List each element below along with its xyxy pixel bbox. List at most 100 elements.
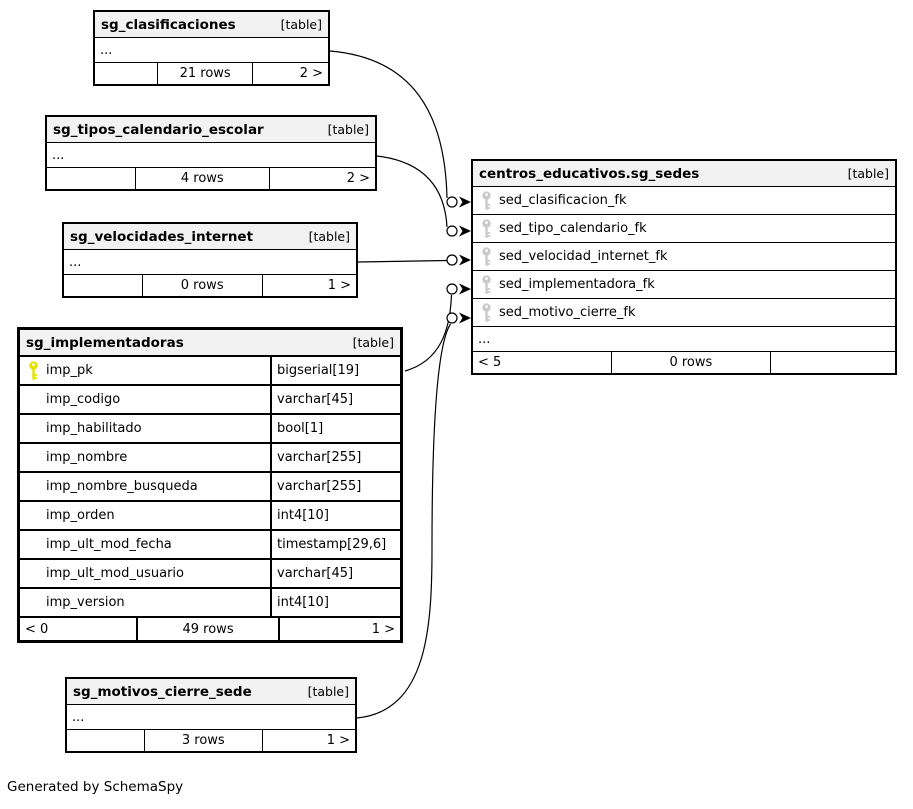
table-name: centros_educativos.sg_sedes <box>479 165 700 182</box>
key-icon-slot <box>20 415 46 442</box>
table-footer: 21 rows 2 > <box>95 63 328 84</box>
hidden-columns-ellipsis: ... <box>47 143 375 168</box>
table-header[interactable]: sg_tipos_calendario_escolar [table] <box>47 117 375 143</box>
column-name: sed_velocidad_internet_fk <box>499 249 668 264</box>
table-header[interactable]: centros_educativos.sg_sedes [table] <box>473 161 895 187</box>
footer-parents-count: 1 > <box>371 621 395 637</box>
key-icon-slot <box>20 386 46 413</box>
column-type: varchar[255] <box>270 444 400 471</box>
arrowhead-icon <box>459 196 471 208</box>
connector-endpoint-circle <box>446 196 458 208</box>
table-header[interactable]: sg_motivos_cierre_sede [table] <box>67 679 355 705</box>
key-icon-slot <box>20 560 46 587</box>
table-header[interactable]: sg_velocidades_internet [table] <box>64 224 356 250</box>
foreign-key-icon <box>473 215 499 242</box>
table-footer: 0 rows 1 > <box>64 275 356 296</box>
footer-children-count: < 0 <box>20 618 138 640</box>
column-name: sed_tipo_calendario_fk <box>499 221 647 236</box>
table-name: sg_velocidades_internet <box>70 228 254 245</box>
connector-line <box>404 294 453 372</box>
footer-row-count: 49 rows <box>138 618 281 640</box>
table-name: sg_tipos_calendario_escolar <box>53 121 264 138</box>
table-box-centros-educativos-sg-sedes: centros_educativos.sg_sedes [table] sed_… <box>471 159 897 375</box>
table-tag: [table] <box>280 17 322 32</box>
column-name: imp_version <box>46 595 125 610</box>
table-name: sg_motivos_cierre_sede <box>73 683 252 700</box>
hidden-columns-ellipsis: ... <box>95 38 328 63</box>
foreign-key-icon <box>473 299 499 326</box>
table-tag: [table] <box>352 335 394 350</box>
column-name: imp_nombre_busqueda <box>46 479 198 494</box>
column-row-sed-velocidad-internet-fk: sed_velocidad_internet_fk <box>473 243 895 271</box>
hidden-columns-ellipsis: ... <box>473 327 895 352</box>
table-header[interactable]: sg_implementadoras [table] <box>20 330 400 357</box>
table-header[interactable]: sg_clasificaciones [table] <box>95 12 328 38</box>
column-name: imp_codigo <box>46 392 121 407</box>
footer-parents-count: 2 > <box>299 66 323 81</box>
column-name: imp_pk <box>46 363 93 378</box>
column-name: imp_ult_mod_usuario <box>46 566 184 581</box>
column-type: varchar[45] <box>270 386 400 413</box>
connector-line <box>329 50 448 199</box>
arrowhead-icon <box>459 312 471 324</box>
column-row-imp-orden: imp_orden int4[10] <box>20 502 400 531</box>
footer-children-count <box>95 63 158 84</box>
column-row-imp-codigo: imp_codigo varchar[45] <box>20 386 400 415</box>
footer-children-count <box>47 168 136 189</box>
connector-endpoint-circle <box>446 254 458 266</box>
table-box-sg-clasificaciones: sg_clasificaciones [table] ... 21 rows 2… <box>93 10 330 86</box>
table-box-sg-velocidades-internet: sg_velocidades_internet [table] ... 0 ro… <box>62 222 358 298</box>
column-row-sed-tipo-calendario-fk: sed_tipo_calendario_fk <box>473 215 895 243</box>
table-box-sg-implementadoras: sg_implementadoras [table] imp_pk bigser… <box>17 327 403 643</box>
key-icon-slot <box>20 531 46 558</box>
table-tag: [table] <box>847 166 889 181</box>
column-type: varchar[255] <box>270 473 400 500</box>
footer-row-count: 21 rows <box>158 63 254 84</box>
footer-row-count: 4 rows <box>136 168 271 189</box>
column-name: imp_ult_mod_fecha <box>46 537 172 552</box>
column-row-sed-clasificacion-fk: sed_clasificacion_fk <box>473 187 895 215</box>
key-icon-slot <box>20 444 46 471</box>
table-footer: < 0 49 rows 1 > <box>20 618 400 640</box>
table-footer: < 5 0 rows <box>473 352 895 373</box>
column-name: imp_habilitado <box>46 421 142 436</box>
hidden-columns-ellipsis: ... <box>64 250 356 275</box>
table-name: sg_clasificaciones <box>101 16 236 33</box>
table-footer: 3 rows 1 > <box>67 730 355 751</box>
footer-row-count: 3 rows <box>145 730 263 751</box>
arrowhead-icon <box>459 254 471 266</box>
column-row-imp-habilitado: imp_habilitado bool[1] <box>20 415 400 444</box>
primary-key-icon <box>20 357 46 384</box>
table-box-sg-motivos-cierre-sede: sg_motivos_cierre_sede [table] ... 3 row… <box>65 677 357 753</box>
footer-parents-count: 1 > <box>326 733 350 748</box>
column-name: imp_orden <box>46 508 115 523</box>
arrowhead-icon <box>459 225 471 237</box>
column-type: varchar[45] <box>270 560 400 587</box>
connector-line <box>357 259 448 263</box>
generated-by-note: Generated by SchemaSpy <box>7 779 184 795</box>
column-row-imp-version: imp_version int4[10] <box>20 589 400 618</box>
column-name: sed_motivo_cierre_fk <box>499 305 636 320</box>
column-row-imp-nombre-busqueda: imp_nombre_busqueda varchar[255] <box>20 473 400 502</box>
table-tag: [table] <box>327 122 369 137</box>
connector-endpoint-circle <box>446 312 458 324</box>
connector-endpoint-circle <box>446 283 458 295</box>
table-name: sg_implementadoras <box>26 334 184 351</box>
column-row-imp-nombre: imp_nombre varchar[255] <box>20 444 400 473</box>
fk-connector-implementadora <box>404 283 471 372</box>
foreign-key-icon <box>473 271 499 298</box>
column-type: int4[10] <box>270 502 400 529</box>
fk-connector-tipo-calendario <box>376 155 471 237</box>
column-row-imp-ult-mod-usuario: imp_ult_mod_usuario varchar[45] <box>20 560 400 589</box>
connector-line <box>376 155 448 228</box>
footer-children-count <box>64 275 143 296</box>
column-row-sed-implementadora-fk: sed_implementadora_fk <box>473 271 895 299</box>
foreign-key-icon <box>473 187 499 214</box>
column-name: imp_nombre <box>46 450 128 465</box>
table-tag: [table] <box>308 229 350 244</box>
table-box-sg-tipos-calendario-escolar: sg_tipos_calendario_escolar [table] ... … <box>45 115 377 191</box>
key-icon-slot <box>20 473 46 500</box>
foreign-key-icon <box>473 243 499 270</box>
